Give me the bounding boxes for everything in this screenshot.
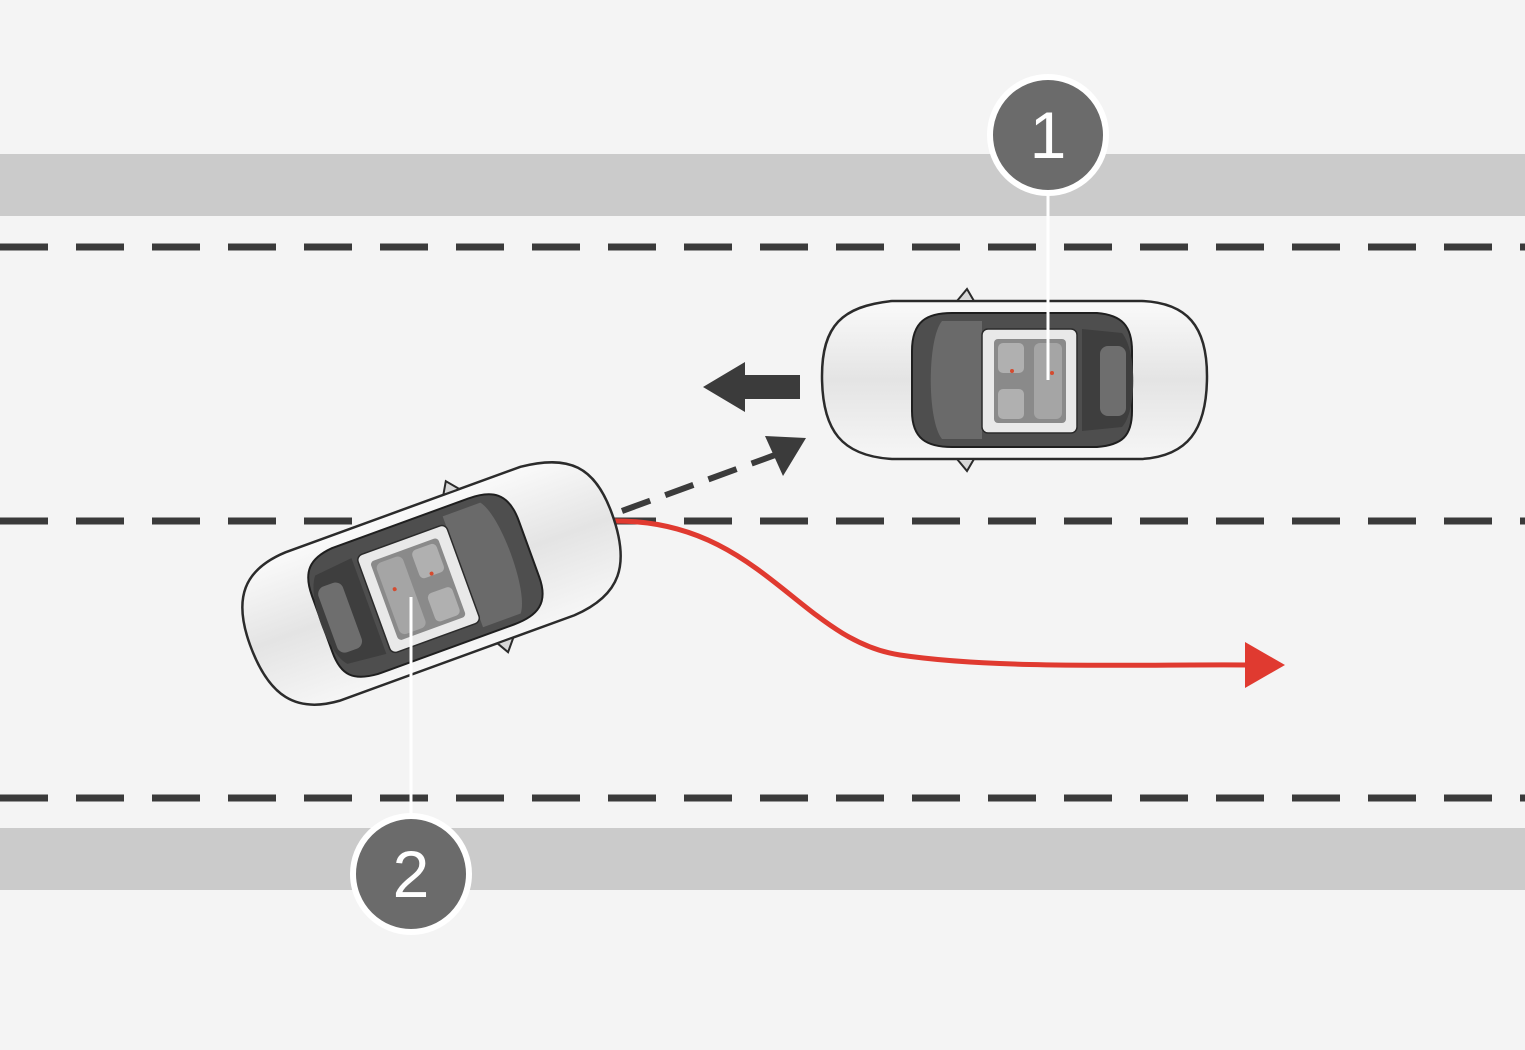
callout-2: 2	[353, 816, 469, 932]
callout-2-label: 2	[393, 837, 430, 911]
callout-1: 1	[990, 77, 1106, 193]
oncoming-car	[822, 289, 1207, 471]
road-shoulder-top	[0, 154, 1525, 216]
road-shoulder-bottom	[0, 828, 1525, 890]
callout-1-label: 1	[1030, 98, 1067, 172]
